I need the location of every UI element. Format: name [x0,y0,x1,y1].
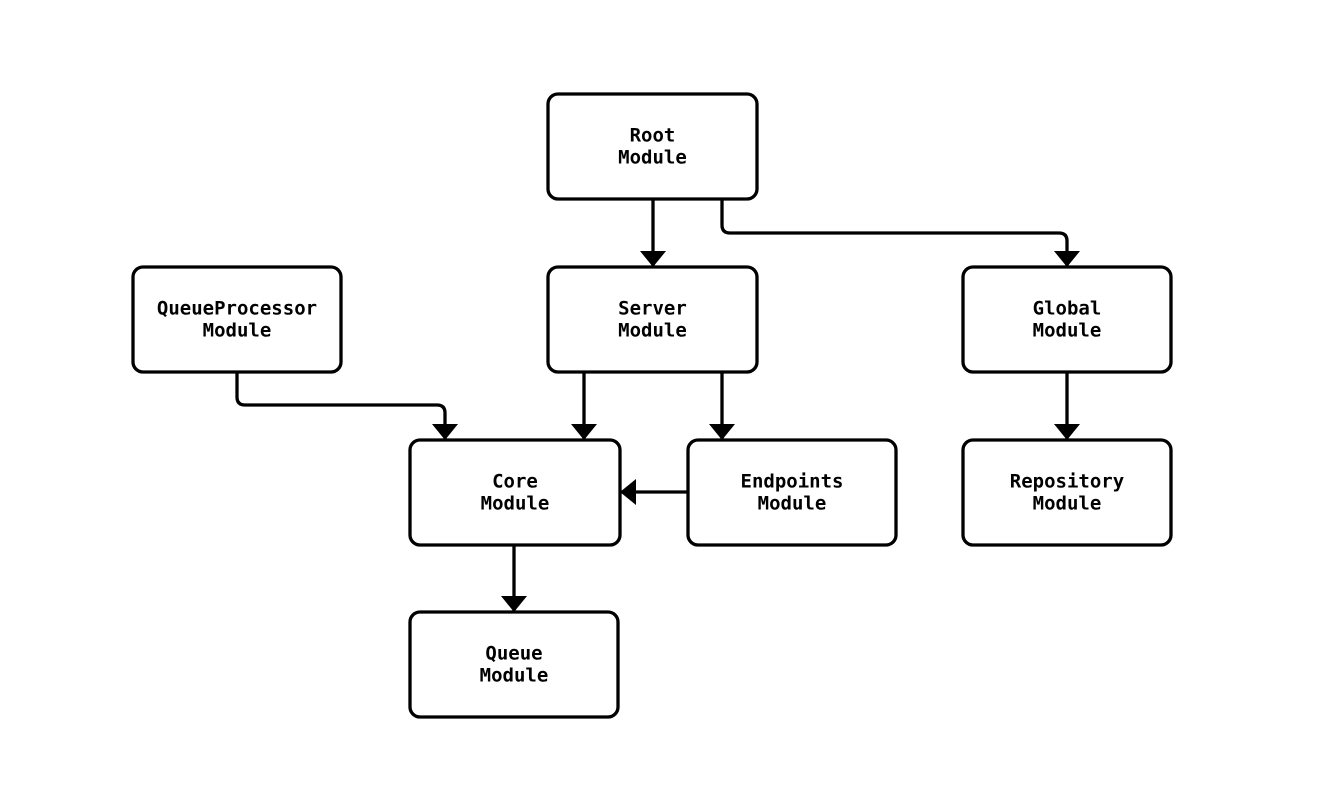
arrowhead-icon [501,596,527,612]
node-server-label-line-1: Server [618,298,687,320]
arrowhead-icon [1054,424,1080,440]
arrowhead-icon [1054,251,1080,267]
node-queue-label-line-2: Module [480,665,549,687]
edge-line [720,199,1069,267]
arrowhead-icon [709,424,735,440]
node-queue-label-line-1: Queue [485,643,542,665]
arrowhead-icon [571,424,597,440]
node-server-label-line-2: Module [618,320,687,342]
node-endpoints-label-line-2: Module [758,493,827,515]
node-server-box [546,265,759,374]
node-core-label-line-2: Module [481,493,550,515]
edge-core-to-queue [501,545,527,612]
edge-server-to-core [571,372,597,440]
arrowhead-icon [620,479,636,505]
node-root-label-line-1: Root [630,125,676,147]
node-root-box [546,92,759,201]
node-core-box [408,438,622,547]
edge-root-to-server [640,199,666,267]
node-repository-label-line-1: Repository [1010,471,1124,493]
node-repository-label-line-2: Module [1033,493,1102,515]
node-queue-processor-label-line-2: Module [203,320,272,342]
edge-server-to-endpoints [709,372,735,440]
node-core-label-line-1: Core [492,471,538,493]
arrowhead-icon [432,424,458,440]
edge-global-to-repository [1054,372,1080,440]
edge-root-to-global [720,199,1080,267]
node-queue-processor-label-line-1: QueueProcessor [157,298,317,320]
node-global-box [961,265,1173,374]
edge-line [235,372,447,440]
node-global-label-line-1: Global [1033,298,1102,320]
node-repository-box [961,438,1173,547]
arrowhead-icon [640,251,666,267]
node-endpoints-label-line-1: Endpoints [741,471,844,493]
node-endpoints-box [686,438,898,547]
edge-endpoints-to-core [620,479,688,505]
node-queue-processor-box [131,265,343,374]
node-queue-box [408,610,620,719]
edge-queue-processor-to-core [235,372,458,440]
node-global-label-line-2: Module [1033,320,1102,342]
node-root-label-line-2: Module [618,147,687,169]
